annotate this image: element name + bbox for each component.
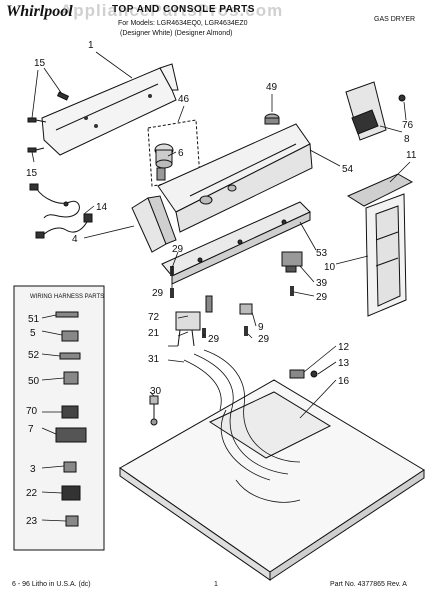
switch-39 (281, 251, 303, 273)
callout-30: 30 (150, 386, 162, 397)
watermark: AppliancePartsPros.com (60, 1, 284, 20)
callout-76: 76 (402, 120, 414, 131)
callout-31: 31 (148, 354, 160, 365)
knob-cluster-46 (147, 119, 201, 187)
component-72 (175, 295, 253, 347)
callout-15-bottom: 15 (26, 168, 38, 179)
legend-item-5: 5 (30, 328, 36, 339)
legend-item-23: 23 (26, 516, 38, 527)
callout-39: 39 (316, 278, 328, 289)
wire-harness-14 (29, 183, 93, 239)
front-rail-53 (161, 201, 311, 285)
callout-46: 46 (178, 94, 190, 105)
thermostat-12 (289, 369, 318, 379)
callout-29-e: 29 (258, 334, 270, 345)
legend-item-50: 50 (28, 376, 40, 387)
console-back-panel (41, 63, 179, 156)
legend-item-3: 3 (30, 464, 36, 475)
callout-6: 6 (178, 148, 184, 159)
footer-litho: 6 - 96 Litho in U.S.A. (dc) (12, 581, 91, 588)
diagram-title: TOP AND CONSOLE PARTS (112, 4, 255, 15)
color-list: (Designer White) (Designer Almond) (120, 30, 233, 37)
callout-14: 14 (96, 202, 108, 213)
legend-item-52: 52 (28, 350, 40, 361)
callout-29-c: 29 (316, 292, 328, 303)
callout-15-top: 15 (34, 58, 46, 69)
leader-lines (31, 51, 411, 419)
legend-title: WIRING HARNESS PARTS (30, 294, 104, 300)
callout-12: 12 (338, 342, 350, 353)
legend-item-51: 51 (28, 314, 40, 325)
callout-54: 54 (342, 164, 354, 175)
callout-53: 53 (316, 248, 328, 259)
wiring-harness-legend (13, 285, 105, 551)
grommet-49 (264, 113, 280, 125)
console-panel-54 (157, 123, 313, 233)
bracket-76 (345, 81, 406, 141)
callout-29-d: 29 (208, 334, 220, 345)
callout-29-a: 29 (172, 244, 184, 255)
brand-logo: Whirlpool (6, 3, 73, 20)
callout-labels: 1 15 15 46 6 49 76 8 11 54 14 4 53 29 29… (26, 40, 417, 527)
callout-29-b: 29 (152, 288, 164, 299)
model-list: For Models: LGR4634EQ0, LGR4634EZ0 (118, 20, 248, 27)
callout-11: 11 (406, 150, 417, 161)
callout-4: 4 (72, 234, 78, 245)
pin-30 (149, 395, 159, 426)
callout-8: 8 (404, 134, 410, 145)
callout-9: 9 (258, 322, 264, 333)
end-cap-4 (131, 195, 177, 253)
legend-item-22: 22 (26, 488, 38, 499)
callout-13: 13 (338, 358, 350, 369)
product-type: GAS DRYER (374, 16, 416, 23)
callout-10: 10 (324, 262, 336, 273)
dryer-top-16 (119, 379, 425, 581)
footer-page-number: 1 (214, 581, 218, 588)
callout-49: 49 (266, 82, 278, 93)
callout-21: 21 (148, 328, 160, 339)
footer-part-number: Part No. 4377865 Rev. A (330, 581, 407, 588)
callout-16: 16 (338, 376, 350, 387)
callout-1: 1 (88, 40, 94, 51)
console-back-hardware (84, 94, 152, 128)
lint-screen-10 (346, 173, 414, 317)
callout-72: 72 (148, 312, 160, 323)
legend-item-7: 7 (28, 424, 34, 435)
legend-item-70: 70 (26, 406, 38, 417)
wire-harness-31 (183, 349, 301, 503)
